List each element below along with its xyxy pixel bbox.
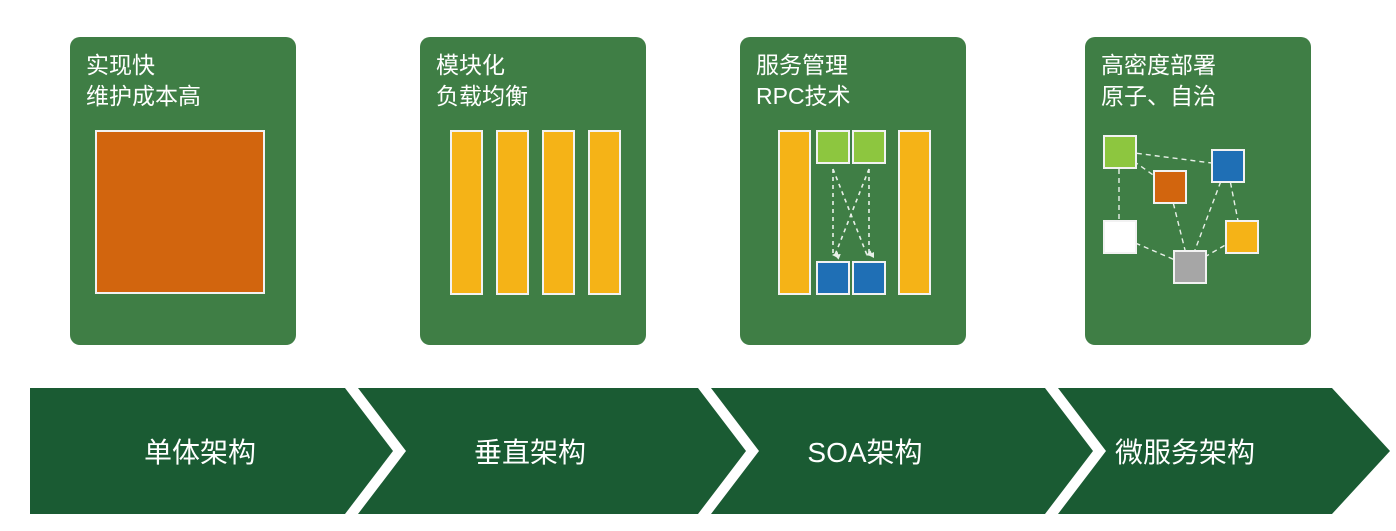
vertical-module-bar — [450, 130, 483, 295]
step-label-microservices: 微服务架构 — [1114, 437, 1255, 468]
soa-provider-node — [816, 261, 850, 295]
process-arrow-segment-2 — [358, 388, 746, 514]
card-caption-line2: 原子、自治 — [1101, 83, 1216, 109]
microservice-node-green — [1103, 135, 1137, 169]
microservice-node-blue — [1211, 149, 1245, 183]
process-arrow-segment-4 — [1058, 388, 1390, 514]
card-soa: 服务管理 RPC技术 — [740, 37, 966, 345]
step-label-vertical: 垂直架构 — [473, 437, 586, 468]
process-arrow-segment-3 — [711, 388, 1093, 514]
card-caption: 实现快 维护成本高 — [86, 50, 288, 112]
card-caption: 高密度部署 原子、自治 — [1101, 50, 1303, 112]
card-caption-line1: 高密度部署 — [1101, 52, 1216, 78]
card-microservices: 高密度部署 原子、自治 — [1085, 37, 1311, 345]
vertical-module-bar — [542, 130, 575, 295]
vertical-module-bar — [588, 130, 621, 295]
soa-side-bar — [898, 130, 931, 295]
microservice-node-orange — [1153, 170, 1187, 204]
vertical-module-bar — [496, 130, 529, 295]
card-caption-line1: 模块化 — [436, 52, 505, 78]
card-caption-line2: 负载均衡 — [436, 83, 528, 109]
step-label-monolith: 单体架构 — [143, 437, 256, 468]
card-caption-line1: 服务管理 — [756, 52, 848, 78]
card-caption: 模块化 负载均衡 — [436, 50, 638, 112]
card-vertical: 模块化 负载均衡 — [420, 37, 646, 345]
card-caption-line2: 维护成本高 — [86, 83, 201, 109]
soa-side-bar — [778, 130, 811, 295]
microservice-node-yellow — [1225, 220, 1259, 254]
process-arrow-segment-1 — [30, 388, 393, 514]
microservice-node-gray — [1173, 250, 1207, 284]
step-label-soa: SOA架构 — [807, 437, 923, 468]
card-caption-line1: 实现快 — [86, 52, 155, 78]
soa-consumer-node — [852, 130, 886, 164]
soa-provider-node — [852, 261, 886, 295]
card-caption-line2: RPC技术 — [756, 83, 851, 109]
soa-consumer-node — [816, 130, 850, 164]
card-caption: 服务管理 RPC技术 — [756, 50, 958, 112]
process-arrow-band — [30, 388, 1390, 514]
monolith-block — [95, 130, 265, 294]
microservice-node-white — [1103, 220, 1137, 254]
card-monolith: 实现快 维护成本高 — [70, 37, 296, 345]
